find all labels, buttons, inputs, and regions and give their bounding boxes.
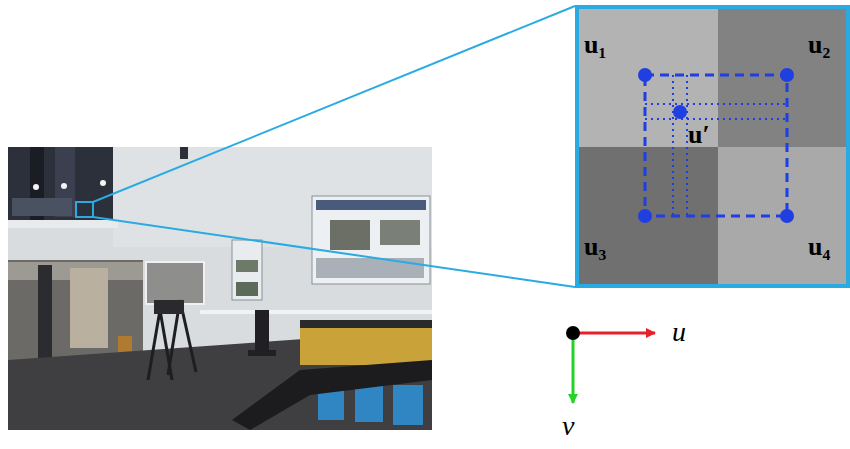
axis-label: v [562, 412, 574, 440]
axis-label: u [672, 318, 686, 346]
point-label: u₄ [808, 234, 830, 260]
point-label: u′ [688, 122, 710, 148]
point-label: u₁ [584, 32, 606, 58]
room-photo [8, 147, 432, 430]
point-label: u₃ [584, 234, 606, 260]
point-label: u₂ [808, 32, 830, 58]
